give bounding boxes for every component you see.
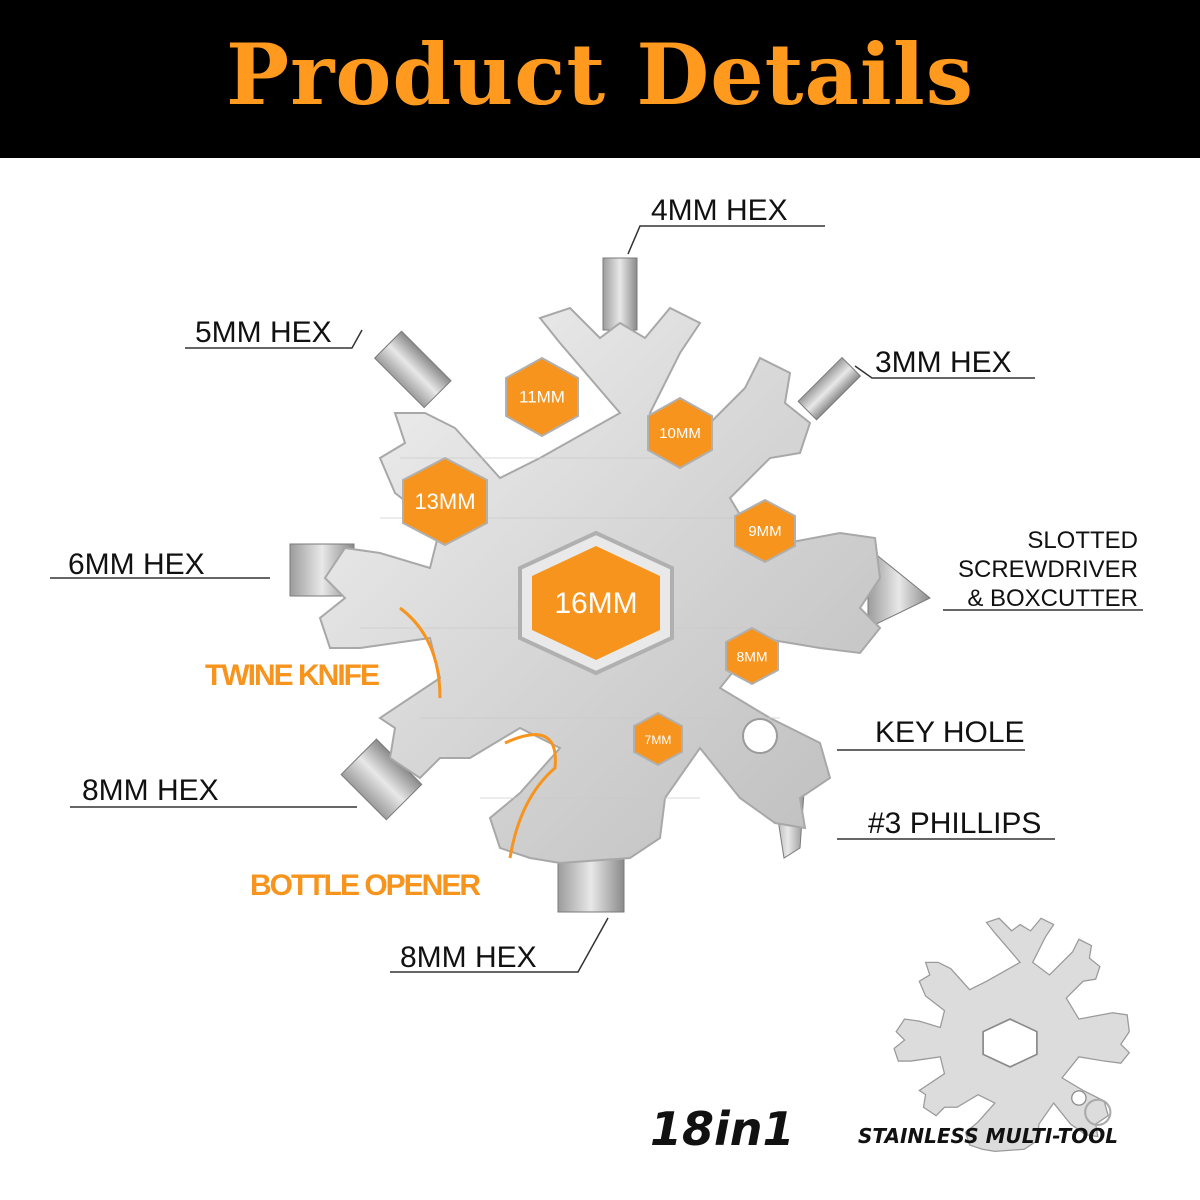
label-twine-knife: TWINE KNIFE <box>205 659 380 692</box>
label-4mm-hex: 4MM HEX <box>651 194 788 227</box>
label-slotted-line3: & BOXCUTTER <box>967 585 1138 612</box>
label-3mm-hex: 3MM HEX <box>875 346 1012 379</box>
wrench-10mm <box>647 396 713 470</box>
hex-bit-3mm <box>797 356 862 421</box>
wrench-11mm <box>505 356 579 438</box>
bottle-opener-slot <box>504 733 557 859</box>
key-hole <box>742 718 778 754</box>
label-slotted-screwdriver: SLOTTED SCREWDRIVER & BOXCUTTER <box>958 526 1138 613</box>
product-illustration: 16MM 13MM 11MM 10MM 9MM 8MM 7MM <box>0 158 1200 1200</box>
twine-knife-slot <box>399 606 442 699</box>
wrench-13mm <box>402 456 488 547</box>
header-banner: Product Details <box>0 0 1200 158</box>
label-phillips: #3 PHILLIPS <box>868 807 1042 840</box>
wrench-13mm-label: 13MM <box>414 489 475 514</box>
hex-bit-4mm <box>602 257 638 331</box>
wrench-8mm <box>725 626 779 686</box>
wrench-11mm-label: 11MM <box>519 387 565 406</box>
leader-lines <box>50 225 1143 973</box>
label-5mm-hex: 5MM HEX <box>195 316 332 349</box>
product-subtitle: STAINLESS MULTI-TOOL <box>858 1124 1119 1148</box>
label-slotted-line2: SCREWDRIVER <box>957 556 1138 583</box>
wrench-9mm <box>734 498 796 564</box>
label-key-hole: KEY HOLE <box>875 716 1025 749</box>
label-slotted-line1: SLOTTED <box>1027 527 1138 554</box>
snowflake-multitool-image: 16MM 13MM 11MM 10MM 9MM 8MM 7MM <box>50 225 1143 1152</box>
wrench-16mm-label: 16MM <box>554 587 637 620</box>
label-8mm-hex-left: 8MM HEX <box>82 774 219 807</box>
label-8mm-hex-bottom: 8MM HEX <box>400 941 537 974</box>
label-bottle-opener: BOTTLE OPENER <box>250 869 481 902</box>
hex-bit-5mm <box>373 330 452 409</box>
wrench-8mm-label: 8MM <box>736 649 767 665</box>
product-count-label: 18in1 <box>650 1102 795 1156</box>
thumbnail-multitool-image <box>893 917 1131 1152</box>
wrench-10mm-label: 10MM <box>659 425 701 442</box>
wrench-9mm-label: 9MM <box>748 523 781 540</box>
page-title: Product Details <box>225 25 975 124</box>
label-6mm-hex: 6MM HEX <box>68 548 205 581</box>
wrench-7mm <box>633 711 683 767</box>
wrench-7mm-label: 7MM <box>645 733 672 747</box>
